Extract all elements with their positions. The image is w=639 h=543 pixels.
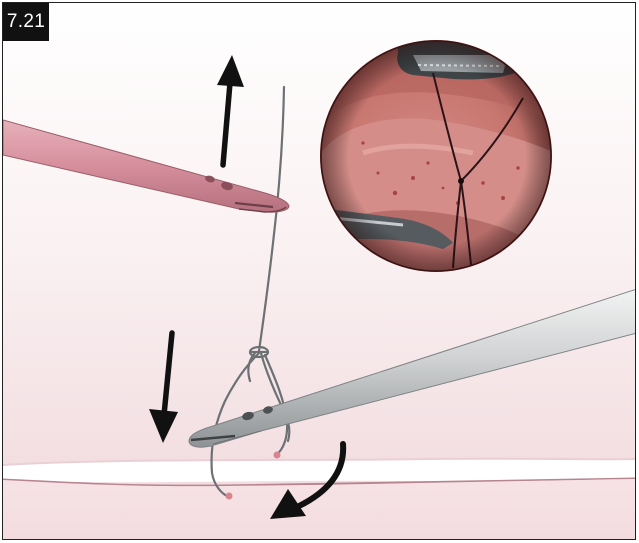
suture-exit-point <box>226 493 233 500</box>
figure-number-label: 7.21 <box>3 3 49 41</box>
illustration <box>3 3 636 540</box>
lower-tissue <box>3 479 636 540</box>
suture-entry-point <box>274 452 281 459</box>
